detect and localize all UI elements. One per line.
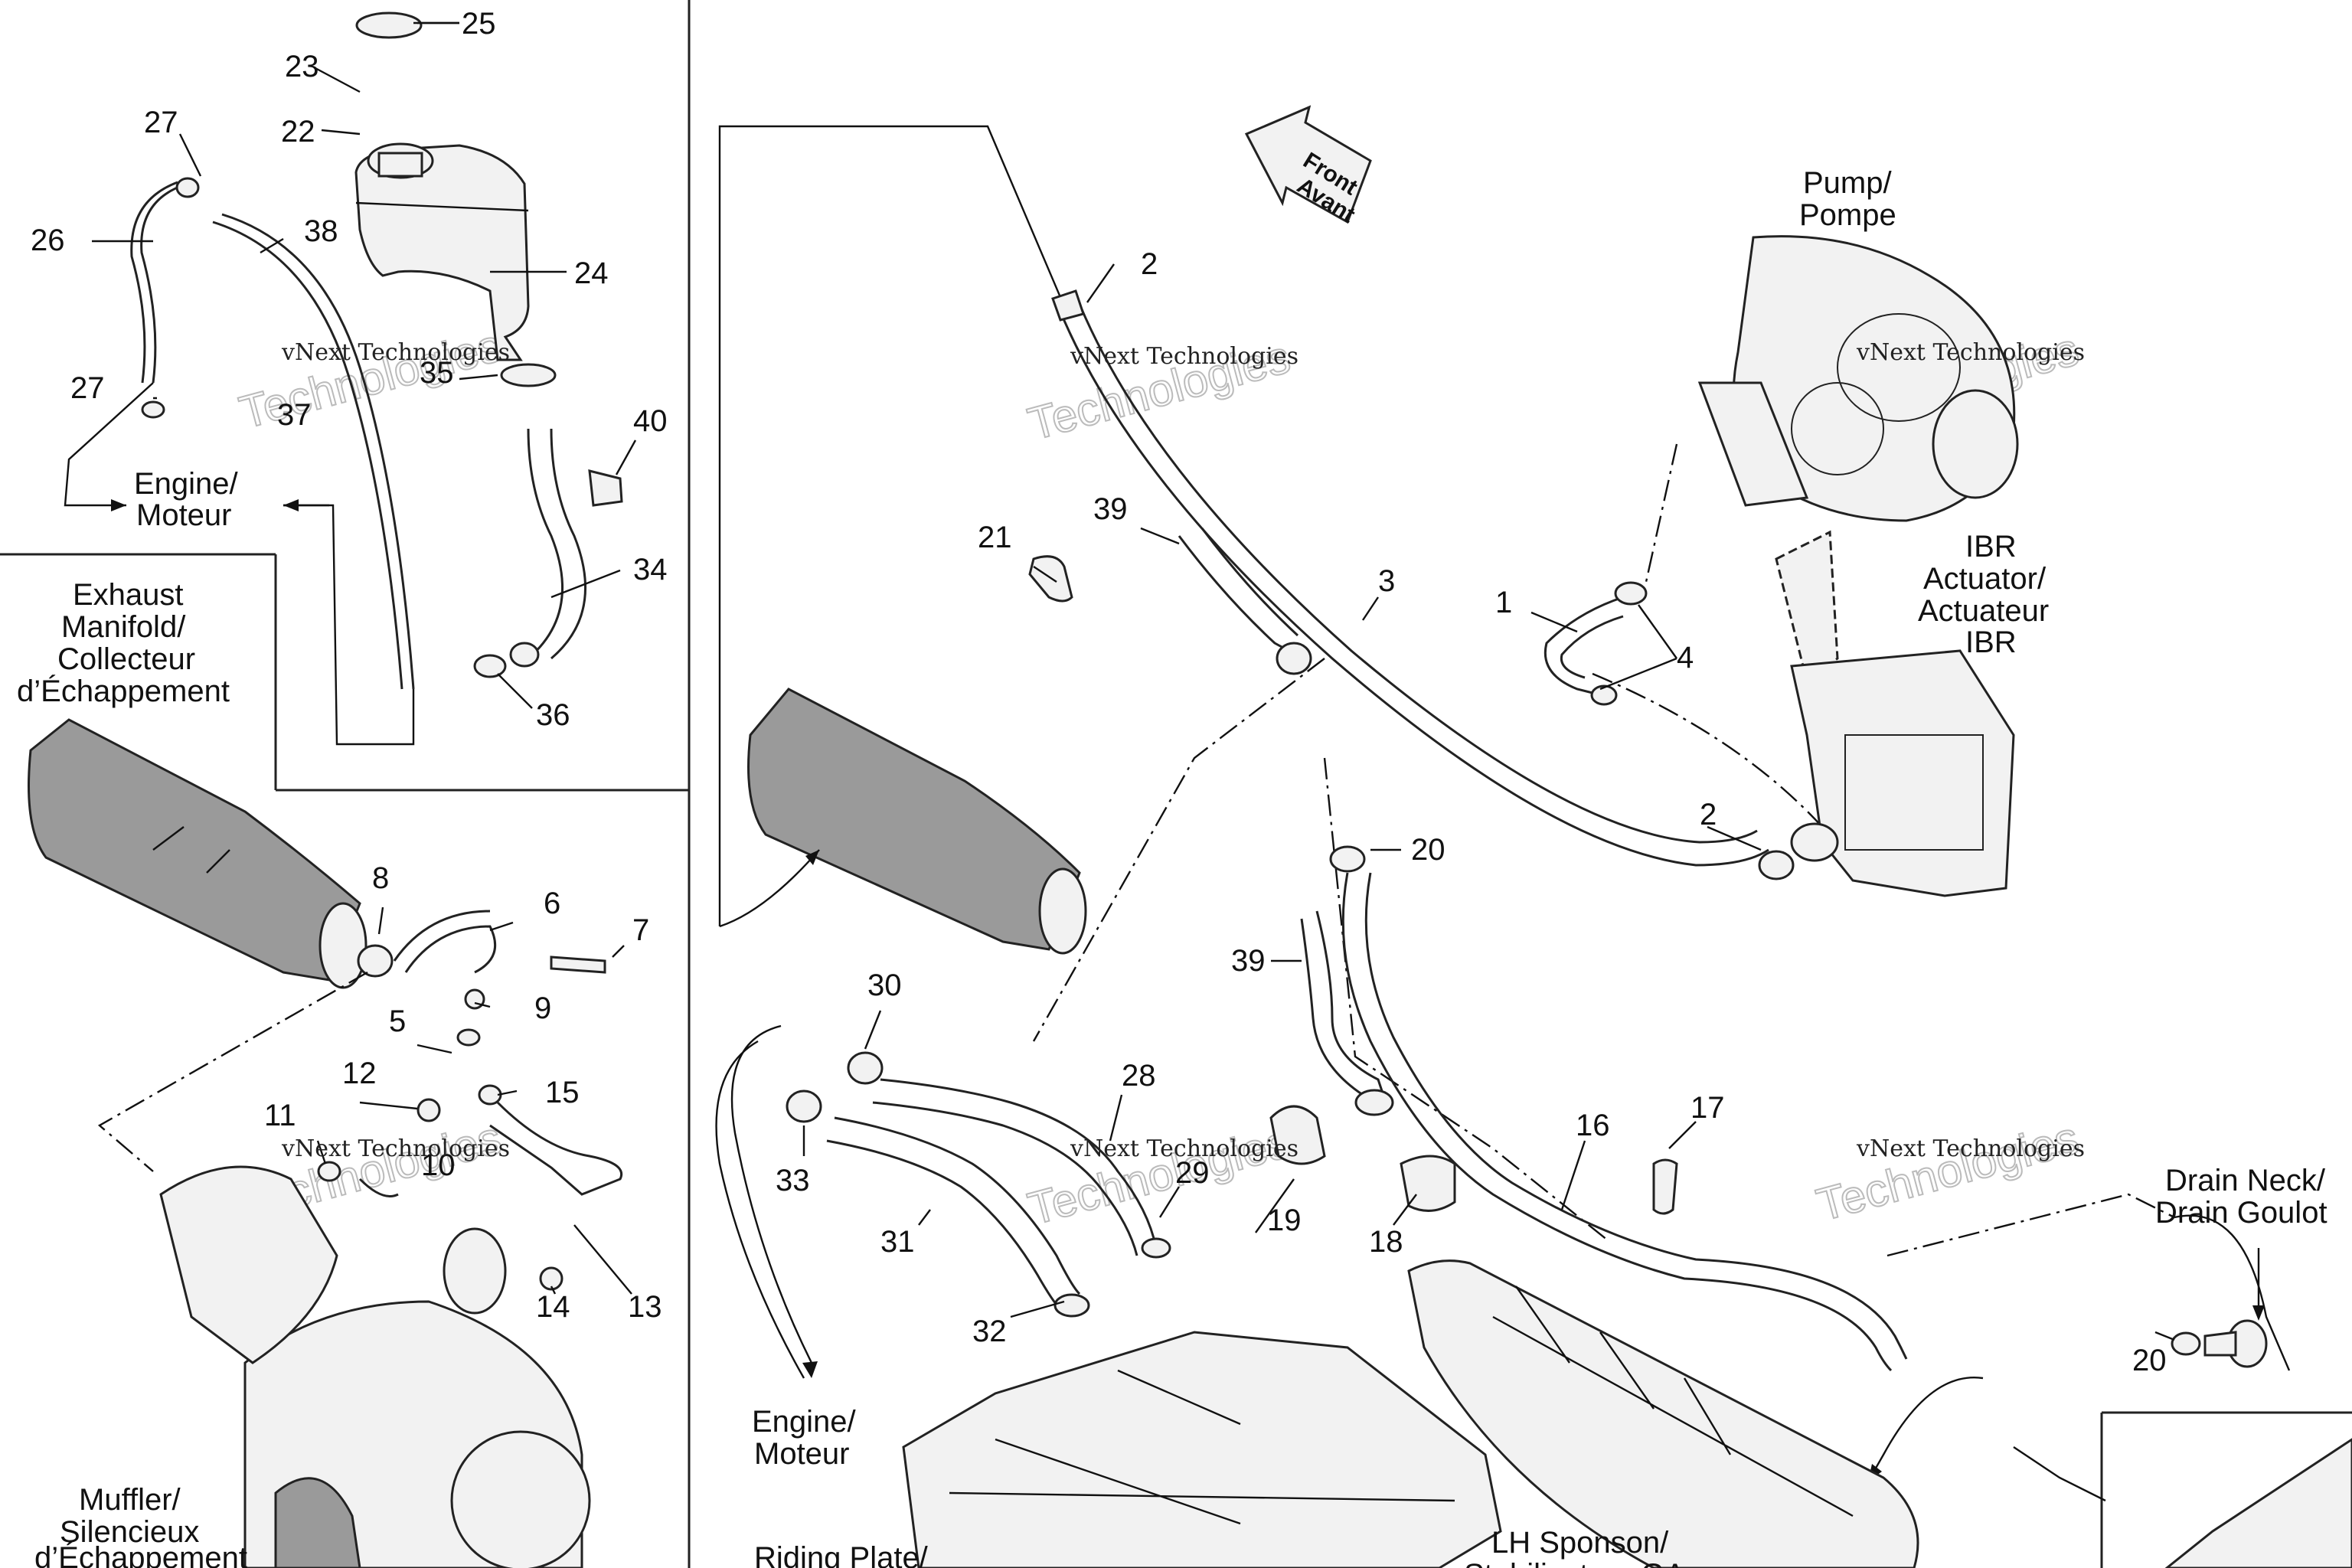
callout-35: 35 <box>420 356 454 390</box>
callout-18: 18 <box>1369 1225 1403 1259</box>
hose-3 <box>1051 289 1795 880</box>
leader-lines <box>92 21 2175 1341</box>
label-muffler-1: Muffler/ <box>79 1483 181 1517</box>
label-muffler-2: Silencieux <box>60 1515 199 1549</box>
pump <box>1697 235 2019 522</box>
callout-22: 22 <box>281 115 315 149</box>
watermark-text: vNext Technologies <box>281 339 510 366</box>
callout-34: 34 <box>633 553 668 586</box>
callout-27-lower: 27 <box>70 371 105 405</box>
riding-plate <box>902 1331 1502 1568</box>
callout-29: 29 <box>1175 1156 1210 1190</box>
callout-39: 39 <box>1093 492 1128 526</box>
callout-numbers: 25 23 22 27 26 38 24 35 27 37 40 34 36 8… <box>31 7 2167 1377</box>
coolant-tank <box>354 11 530 361</box>
callout-19: 19 <box>1267 1204 1302 1237</box>
muffler <box>159 1165 591 1568</box>
callout-27: 27 <box>144 106 178 139</box>
hoses-bottom-left <box>715 1024 1171 1379</box>
label-lh-sponson-1: LH Sponson/ <box>1491 1526 1669 1560</box>
label-exhaust-3: Collecteur <box>57 642 195 676</box>
hoses-bottom-center <box>1269 845 1908 1372</box>
label-engine-top-2: Moteur <box>136 498 232 532</box>
callout-36: 36 <box>536 698 570 732</box>
hoses-top-left <box>64 177 623 744</box>
callout-26: 26 <box>31 224 65 257</box>
watermark-text: vNext Technologies <box>1856 1135 2085 1162</box>
callout-17: 17 <box>1690 1091 1725 1125</box>
label-muffler-3: d’Échappement <box>34 1540 247 1568</box>
callout-2-lower: 2 <box>1700 798 1717 831</box>
callout-32: 32 <box>972 1315 1007 1348</box>
callout-12: 12 <box>342 1057 377 1090</box>
callout-16: 16 <box>1576 1109 1610 1142</box>
callout-1: 1 <box>1495 586 1512 619</box>
svg-text:Technologies: Technologies <box>1023 1116 1295 1234</box>
callout-6: 6 <box>544 887 560 920</box>
label-pump-1: Pump/ <box>1803 166 1892 200</box>
label-ibr-4: IBR <box>1965 626 2017 659</box>
callout-30: 30 <box>867 969 902 1002</box>
label-exhaust-2: Manifold/ <box>61 610 186 644</box>
label-drain-1: Drain Neck/ <box>2165 1164 2326 1197</box>
hose-39-top <box>1028 528 1312 675</box>
callout-13: 13 <box>628 1290 662 1324</box>
callout-37: 37 <box>277 398 312 432</box>
callout-2: 2 <box>1141 247 1158 281</box>
callout-31: 31 <box>880 1225 915 1259</box>
hoses-exhaust-left <box>317 910 622 1291</box>
label-ibr-3: Actuateur <box>1918 594 2049 628</box>
callout-14: 14 <box>536 1290 570 1324</box>
callout-10: 10 <box>421 1148 456 1182</box>
watermark-text: vNext Technologies <box>281 1135 510 1162</box>
label-engine-bottom-1: Engine/ <box>752 1405 857 1439</box>
label-engine-top-1: Engine/ <box>134 467 239 501</box>
connection-lines <box>97 443 2291 1502</box>
callout-24: 24 <box>574 256 609 290</box>
callout-3: 3 <box>1378 564 1395 598</box>
callout-39-lower: 39 <box>1231 944 1266 978</box>
exhaust-manifold-right <box>719 688 1087 955</box>
watermark-text: vNext Technologies <box>1070 343 1298 370</box>
exhaust-manifold-left <box>28 718 368 989</box>
callout-28: 28 <box>1122 1059 1156 1093</box>
watermark: vNext Technologies vNext Technologies vN… <box>281 339 2085 1162</box>
callout-40: 40 <box>633 404 668 438</box>
callout-25: 25 <box>462 7 496 41</box>
callout-4: 4 <box>1677 641 1694 675</box>
front-arrow-group <box>718 105 1372 926</box>
callout-20-lower: 20 <box>2132 1344 2167 1377</box>
label-pump-2: Pompe <box>1799 198 1896 232</box>
watermark-text: vNext Technologies <box>1856 339 2085 366</box>
callout-20: 20 <box>1411 833 1446 867</box>
drain-neck <box>2164 1248 2352 1568</box>
callout-15: 15 <box>545 1076 580 1109</box>
callout-23: 23 <box>285 50 319 83</box>
svg-text:Technologies: Technologies <box>1811 1112 2084 1230</box>
label-engine-bottom-2: Moteur <box>754 1437 850 1471</box>
callout-21: 21 <box>978 521 1012 554</box>
label-ibr-2: Actuator/ <box>1923 562 2047 596</box>
callout-38: 38 <box>304 214 338 248</box>
label-drain-2: Drain Goulot <box>2155 1196 2328 1230</box>
label-exhaust-4: d’Échappement <box>17 674 230 708</box>
ibr-actuator <box>1775 530 2015 897</box>
label-ibr-1: IBR <box>1965 530 2017 564</box>
callout-5: 5 <box>389 1004 406 1038</box>
text-labels: Engine/ Moteur Exhaust Manifold/ Collect… <box>17 148 2328 1568</box>
callout-11: 11 <box>264 1099 296 1132</box>
label-lh-sponson-2: Stabilisateur GA <box>1464 1558 1685 1568</box>
callout-8: 8 <box>372 861 389 895</box>
callout-9: 9 <box>534 991 551 1025</box>
label-riding-plate: Riding Plate/ <box>754 1541 929 1568</box>
label-exhaust-1: Exhaust <box>73 578 184 612</box>
callout-7: 7 <box>632 913 649 947</box>
watermark-text: vNext Technologies <box>1070 1135 1298 1162</box>
hose-1 <box>1544 581 1648 706</box>
callout-33: 33 <box>776 1164 810 1197</box>
